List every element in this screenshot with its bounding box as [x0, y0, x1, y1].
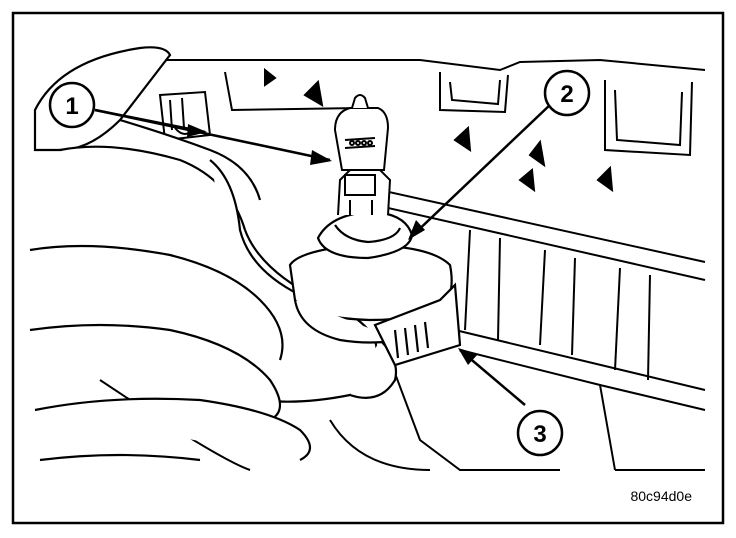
bulb-socket [288, 210, 462, 367]
arrowhead-1a [310, 150, 332, 165]
halogen-bulb [333, 94, 392, 216]
arrowheads [187, 124, 478, 365]
callout-number: 3 [533, 421, 546, 448]
callout-3: 3 [516, 409, 564, 457]
hand [29, 46, 398, 462]
leader-line-1b [94, 108, 206, 134]
arrowhead-3 [458, 348, 478, 365]
callout-circle [543, 69, 591, 117]
arrowhead-1b [187, 124, 207, 137]
callout-number: 1 [65, 93, 78, 120]
figure-id: 80c94d0e [630, 488, 692, 504]
leader-line-2 [409, 102, 553, 239]
arrowhead-2 [408, 220, 425, 240]
callout-number: 2 [560, 81, 573, 108]
callout-2: 2 [543, 69, 591, 117]
callout-circle [48, 81, 96, 129]
callout-1: 1 [48, 81, 96, 129]
callout-circle [516, 409, 564, 457]
